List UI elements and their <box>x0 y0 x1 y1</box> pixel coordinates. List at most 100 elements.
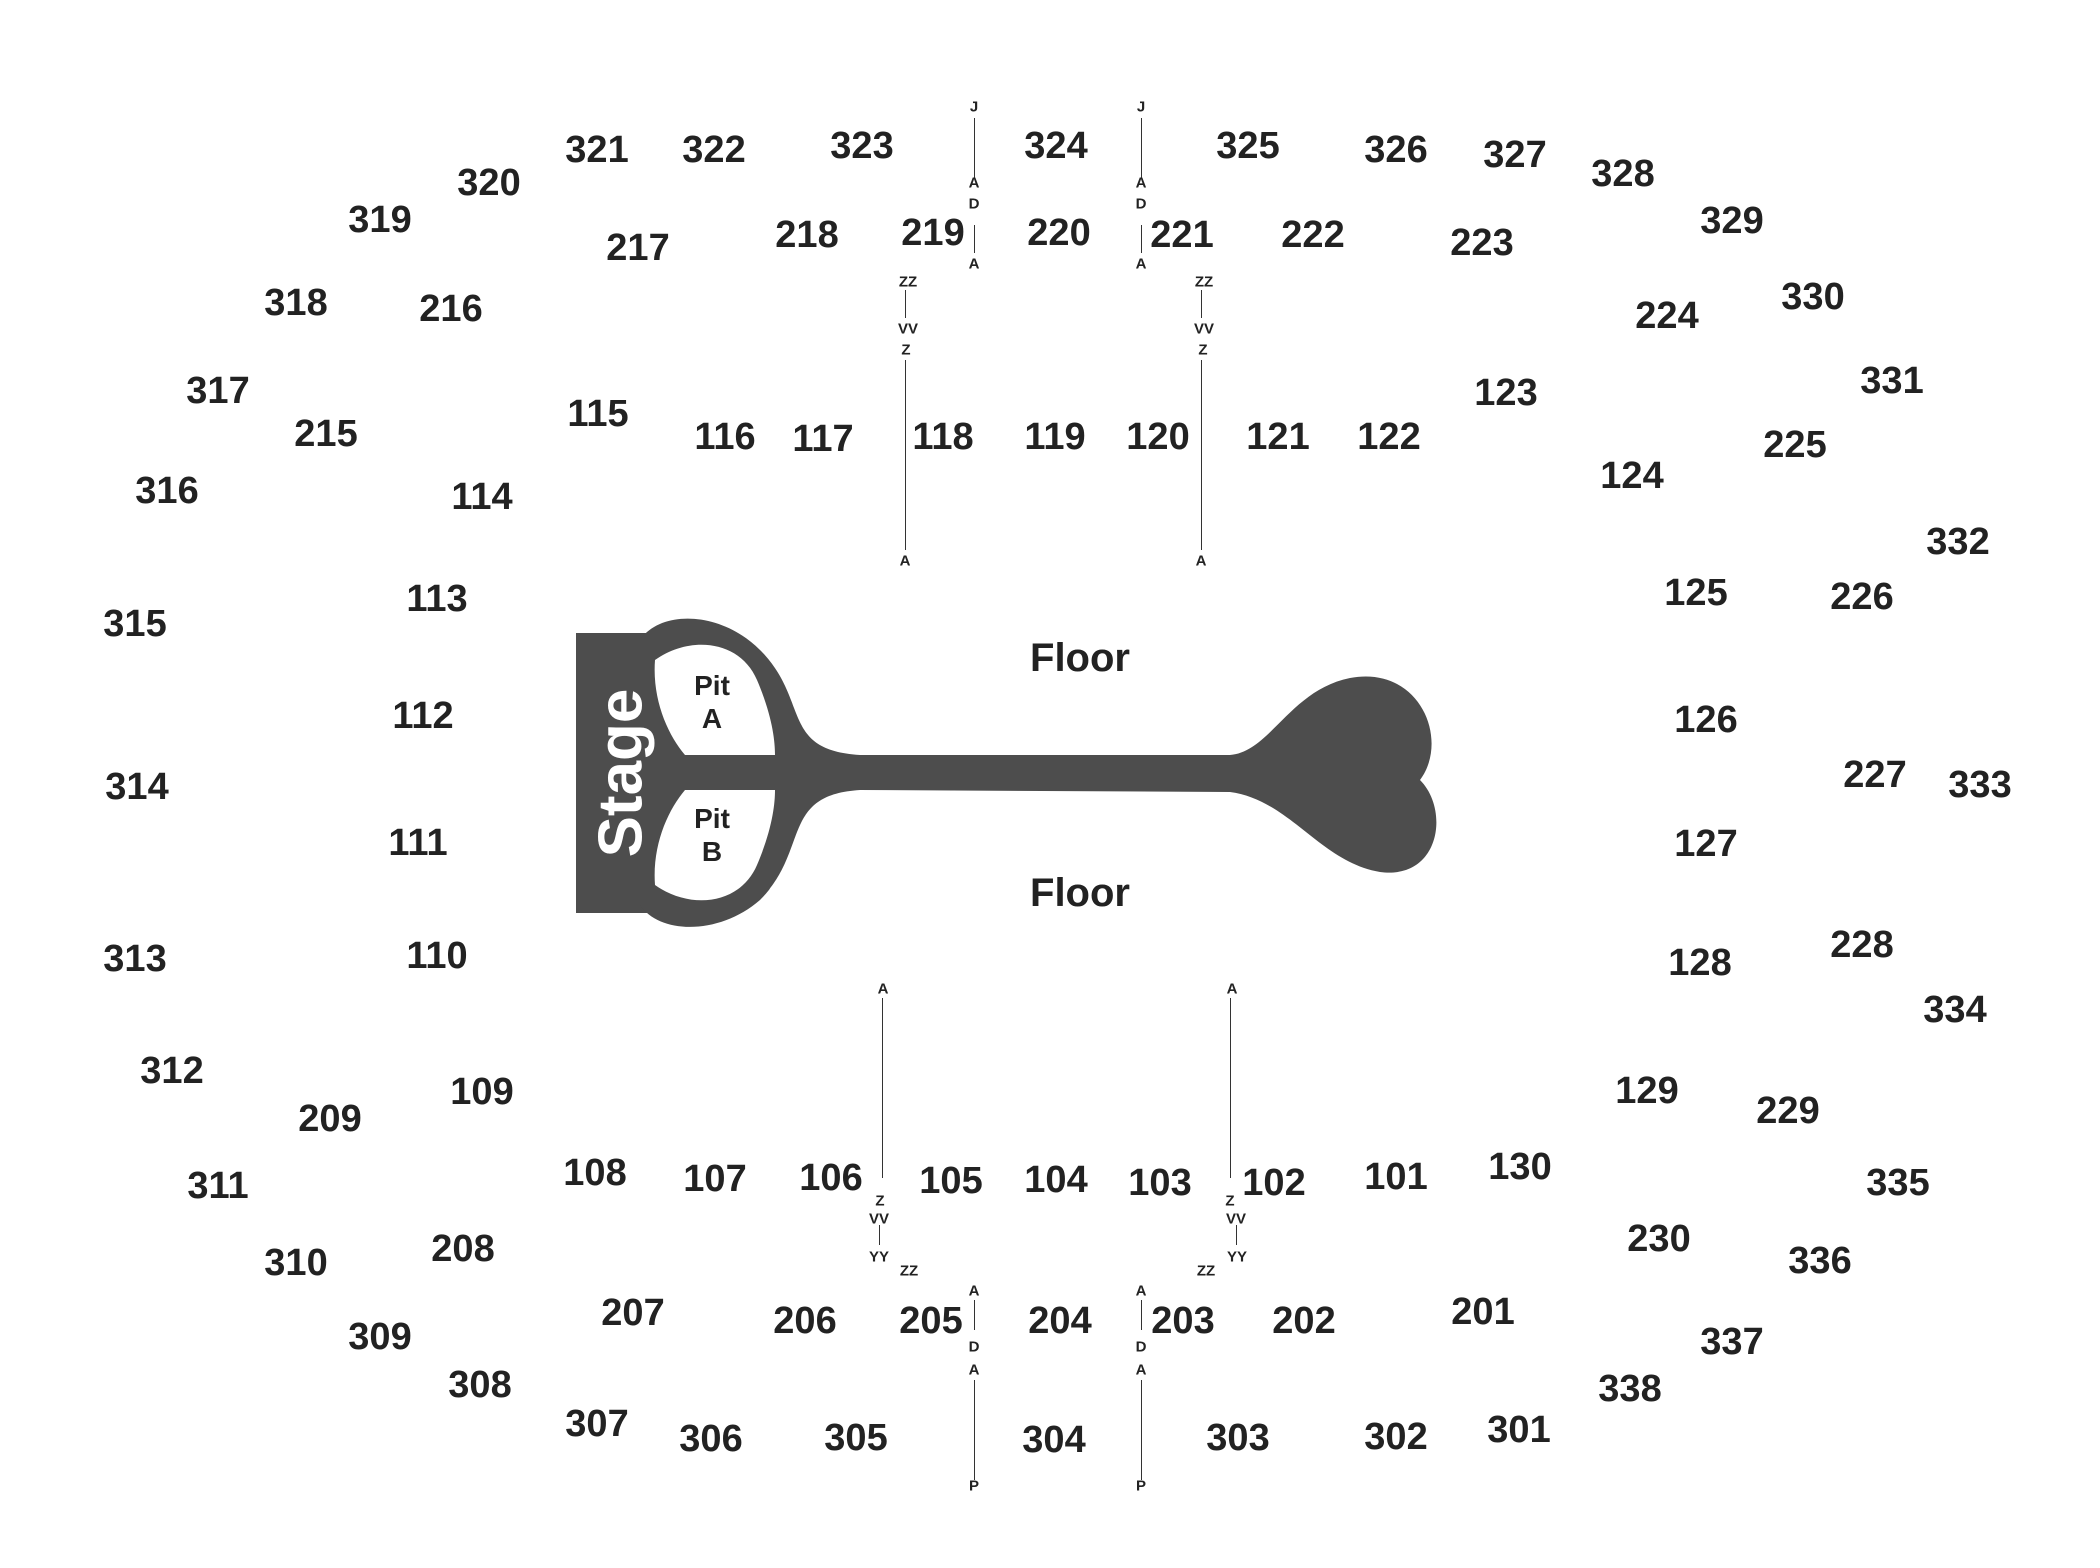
aisle-line <box>974 1380 975 1480</box>
section-105[interactable]: 105 <box>919 1160 983 1202</box>
section-301[interactable]: 301 <box>1487 1409 1551 1451</box>
section-306[interactable]: 306 <box>679 1418 743 1460</box>
section-220[interactable]: 220 <box>1027 212 1091 254</box>
section-107[interactable]: 107 <box>683 1158 747 1200</box>
section-230[interactable]: 230 <box>1627 1218 1691 1260</box>
section-226[interactable]: 226 <box>1830 576 1894 618</box>
section-204[interactable]: 204 <box>1028 1300 1092 1342</box>
section-118[interactable]: 118 <box>912 416 974 458</box>
section-103[interactable]: 103 <box>1128 1162 1192 1204</box>
section-201[interactable]: 201 <box>1451 1291 1515 1333</box>
floor-label-south[interactable]: Floor <box>1030 871 1130 915</box>
section-127[interactable]: 127 <box>1674 823 1738 865</box>
section-106[interactable]: 106 <box>799 1157 863 1199</box>
section-333[interactable]: 333 <box>1948 764 2012 806</box>
section-101[interactable]: 101 <box>1364 1156 1428 1198</box>
section-329[interactable]: 329 <box>1700 200 1764 242</box>
section-317[interactable]: 317 <box>186 370 250 412</box>
section-326[interactable]: 326 <box>1364 129 1428 171</box>
section-209[interactable]: 209 <box>298 1098 362 1140</box>
section-302[interactable]: 302 <box>1364 1416 1428 1458</box>
section-321[interactable]: 321 <box>565 129 629 171</box>
section-337[interactable]: 337 <box>1700 1321 1764 1363</box>
section-328[interactable]: 328 <box>1591 153 1655 195</box>
section-310[interactable]: 310 <box>264 1242 328 1284</box>
section-224[interactable]: 224 <box>1635 295 1699 337</box>
section-110[interactable]: 110 <box>406 935 468 977</box>
section-114[interactable]: 114 <box>451 476 513 518</box>
section-222[interactable]: 222 <box>1281 214 1345 256</box>
section-126[interactable]: 126 <box>1674 699 1738 741</box>
section-336[interactable]: 336 <box>1788 1240 1852 1282</box>
section-215[interactable]: 215 <box>294 413 358 455</box>
section-102[interactable]: 102 <box>1242 1162 1306 1204</box>
section-303[interactable]: 303 <box>1206 1417 1270 1459</box>
section-207[interactable]: 207 <box>601 1292 665 1334</box>
section-109[interactable]: 109 <box>450 1071 514 1113</box>
section-119[interactable]: 119 <box>1024 416 1086 458</box>
section-324[interactable]: 324 <box>1024 125 1088 167</box>
section-130[interactable]: 130 <box>1488 1146 1552 1188</box>
section-128[interactable]: 128 <box>1668 942 1732 984</box>
section-325[interactable]: 325 <box>1216 125 1280 167</box>
section-331[interactable]: 331 <box>1860 360 1924 402</box>
section-228[interactable]: 228 <box>1830 924 1894 966</box>
section-112[interactable]: 112 <box>392 695 454 737</box>
section-120[interactable]: 120 <box>1126 416 1190 458</box>
section-124[interactable]: 124 <box>1600 455 1664 497</box>
pit-a[interactable] <box>654 644 775 755</box>
section-115[interactable]: 115 <box>567 393 629 435</box>
section-311[interactable]: 311 <box>187 1165 249 1207</box>
section-332[interactable]: 332 <box>1926 521 1990 563</box>
section-338[interactable]: 338 <box>1598 1368 1662 1410</box>
section-225[interactable]: 225 <box>1763 424 1827 466</box>
section-129[interactable]: 129 <box>1615 1070 1679 1112</box>
section-308[interactable]: 308 <box>448 1364 512 1406</box>
section-205[interactable]: 205 <box>899 1300 963 1342</box>
section-229[interactable]: 229 <box>1756 1090 1820 1132</box>
section-318[interactable]: 318 <box>264 282 328 324</box>
section-316[interactable]: 316 <box>135 470 199 512</box>
section-108[interactable]: 108 <box>563 1152 627 1194</box>
pit-b[interactable] <box>654 790 775 901</box>
section-320[interactable]: 320 <box>457 162 521 204</box>
section-202[interactable]: 202 <box>1272 1300 1336 1342</box>
section-327[interactable]: 327 <box>1483 134 1547 176</box>
section-315[interactable]: 315 <box>103 603 167 645</box>
section-305[interactable]: 305 <box>824 1417 888 1459</box>
section-322[interactable]: 322 <box>682 129 746 171</box>
section-203[interactable]: 203 <box>1151 1300 1215 1342</box>
section-122[interactable]: 122 <box>1357 416 1421 458</box>
section-221[interactable]: 221 <box>1150 214 1214 256</box>
section-313[interactable]: 313 <box>103 938 167 980</box>
section-219[interactable]: 219 <box>901 212 965 254</box>
section-314[interactable]: 314 <box>105 766 169 808</box>
section-125[interactable]: 125 <box>1664 572 1728 614</box>
section-323[interactable]: 323 <box>830 125 894 167</box>
stage-block[interactable] <box>576 633 670 913</box>
section-216[interactable]: 216 <box>419 288 483 330</box>
section-334[interactable]: 334 <box>1923 989 1987 1031</box>
section-330[interactable]: 330 <box>1781 276 1845 318</box>
section-123[interactable]: 123 <box>1474 372 1538 414</box>
section-217[interactable]: 217 <box>606 227 670 269</box>
row-marker: VV <box>868 1210 890 1228</box>
section-218[interactable]: 218 <box>775 214 839 256</box>
section-319[interactable]: 319 <box>348 199 412 241</box>
section-223[interactable]: 223 <box>1450 222 1514 264</box>
section-227[interactable]: 227 <box>1843 754 1907 796</box>
section-206[interactable]: 206 <box>773 1300 837 1342</box>
section-335[interactable]: 335 <box>1866 1162 1930 1204</box>
section-304[interactable]: 304 <box>1022 1419 1086 1461</box>
section-116[interactable]: 116 <box>694 416 756 458</box>
section-104[interactable]: 104 <box>1024 1159 1088 1201</box>
section-111[interactable]: 111 <box>388 822 448 864</box>
section-309[interactable]: 309 <box>348 1316 412 1358</box>
floor-label-north[interactable]: Floor <box>1030 636 1130 680</box>
section-117[interactable]: 117 <box>792 418 854 460</box>
section-307[interactable]: 307 <box>565 1403 629 1445</box>
section-113[interactable]: 113 <box>406 578 468 620</box>
section-121[interactable]: 121 <box>1246 416 1310 458</box>
section-208[interactable]: 208 <box>431 1228 495 1270</box>
section-312[interactable]: 312 <box>140 1050 204 1092</box>
